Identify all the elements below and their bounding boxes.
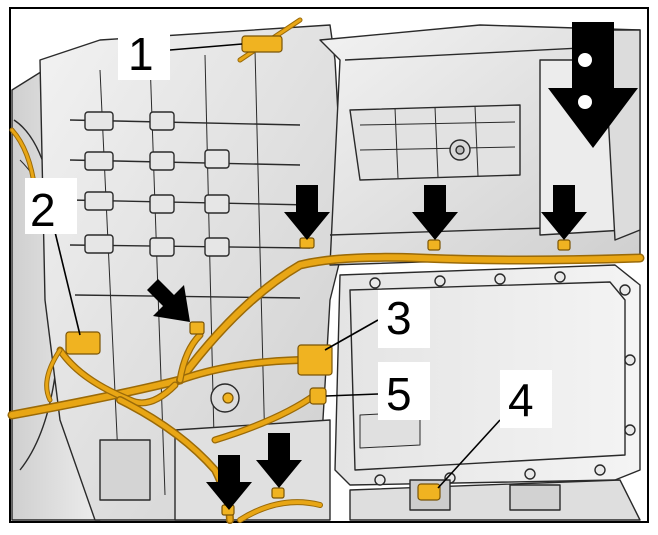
connectors	[65, 35, 571, 516]
connector-3	[297, 344, 333, 376]
down-arrow-icon	[206, 455, 252, 510]
clip	[189, 321, 205, 335]
down-arrow-icon	[541, 185, 587, 240]
double-down-arrow-icon	[548, 22, 638, 148]
diagonal-arrow-icon	[147, 279, 190, 322]
callout-4: 4	[508, 374, 534, 426]
callout-labels: 1 2 3 4 5	[25, 22, 552, 428]
down-arrow-icon	[412, 185, 458, 240]
arrows	[147, 22, 638, 510]
clip	[271, 487, 285, 499]
connector-2	[65, 331, 101, 355]
callout-5: 5	[386, 368, 412, 420]
clip	[557, 239, 571, 251]
connector-1	[241, 35, 283, 53]
callout-1: 1	[128, 28, 154, 80]
down-arrow-icon	[284, 185, 330, 240]
transmission-body	[11, 24, 641, 521]
connector-4	[417, 483, 441, 501]
callout-2: 2	[30, 184, 56, 236]
down-arrow-icon	[256, 433, 302, 488]
callout-3: 3	[386, 292, 412, 344]
connector-5	[309, 387, 327, 405]
clip	[427, 239, 441, 251]
leader-lines	[54, 43, 501, 489]
